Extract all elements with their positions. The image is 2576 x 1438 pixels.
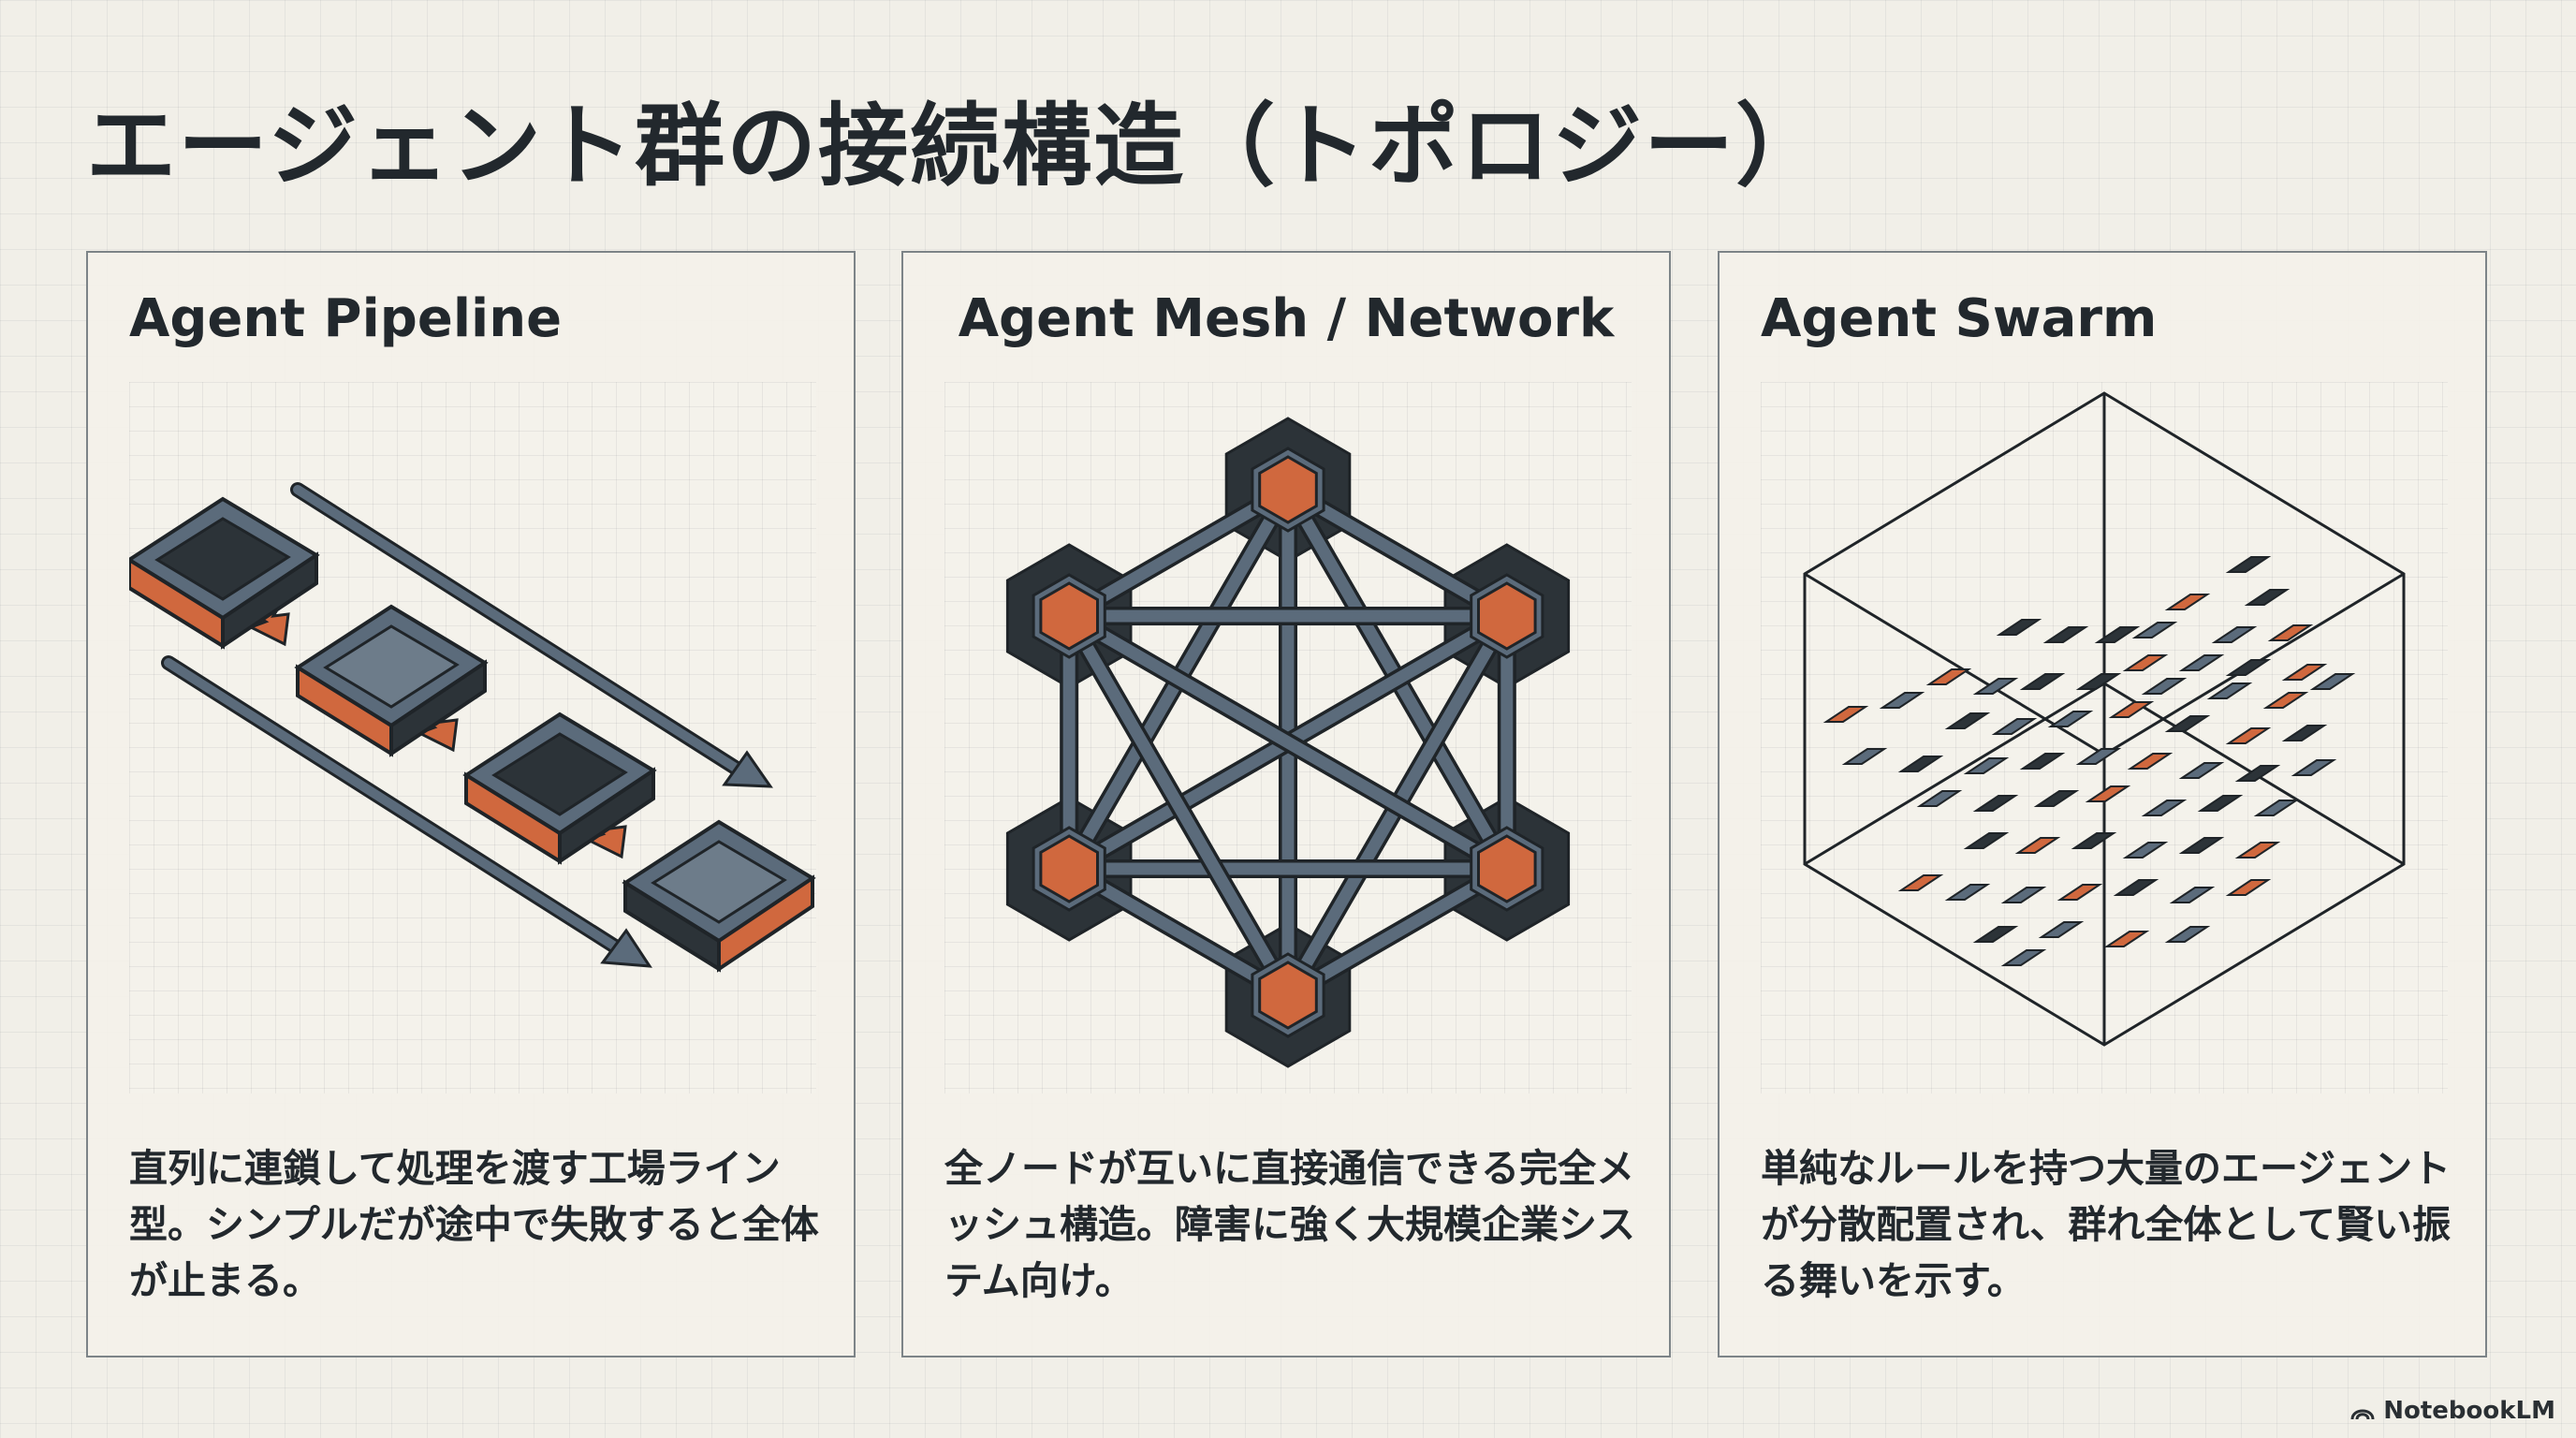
swarm-agent: [2019, 753, 2066, 770]
swarm-agent: [2122, 654, 2169, 671]
swarm-agent: [2206, 682, 2253, 699]
mesh-diagram: [944, 382, 1632, 1093]
mesh-description: 全ノードが互いに直接通信できる完全メッシュ構造。障害に強く大規模企業システム向け…: [944, 1146, 1635, 1303]
swarm-agent: [2141, 800, 2188, 816]
brand-watermark: NotebookLM: [2349, 1397, 2555, 1425]
flow-arrow-top: [290, 482, 773, 788]
swarm-agent: [2075, 673, 2122, 690]
pipeline-block-3: [462, 712, 657, 865]
swarm-agent: [2094, 626, 2141, 643]
swarm-agent: [1925, 668, 1972, 685]
mesh-node-5: [1039, 834, 1099, 903]
swarm-agent: [2108, 701, 2155, 718]
swarm-title: Agent Swarm: [1761, 288, 2158, 349]
swarm-agent: [2141, 678, 2188, 695]
pipeline-description: 直列に連鎖して処理を渡す工場ライン型。シンプルだが途中で失敗すると全体が止まる。: [129, 1146, 819, 1303]
swarm-agent: [1963, 757, 2010, 774]
swarm-agent: [2281, 725, 2328, 741]
pipeline-block-1: [129, 496, 320, 650]
page-title: エージェント群の接続構造（トポロジー）: [86, 94, 1828, 198]
swarm-agent: [2225, 556, 2272, 573]
swarm-agent: [2225, 727, 2272, 744]
mesh-title: Agent Mesh / Network: [958, 288, 1615, 349]
mesh-link: [1061, 611, 1296, 1000]
swarm-description: 単純なルールを持つ大量のエージェントが分散配置され、群れ全体として賢い振る舞いを…: [1761, 1146, 2452, 1303]
swarm-agent: [2234, 765, 2281, 782]
swarm-agent: [2281, 664, 2328, 681]
swarm-agent: [2071, 832, 2117, 849]
swarm-agent: [2056, 884, 2103, 901]
swarm-agent: [2131, 622, 2178, 638]
pipeline-block-2: [294, 604, 489, 757]
mesh-node-4: [1258, 961, 1318, 1030]
swarm-agent: [2019, 673, 2066, 690]
swarm-agent: [2164, 715, 2211, 732]
swarm-agent: [2085, 785, 2131, 802]
swarm-agent: [2309, 673, 2356, 690]
swarm-panel: Agent Swarm 単純なルールを持つ大量のエージェントが分散配置され、群れ…: [1718, 251, 2487, 1357]
swarm-diagram: [1761, 382, 2448, 1093]
swarm-agent: [1972, 795, 2019, 812]
swarm-agent: [2164, 594, 2211, 610]
swarm-agent: [1963, 832, 2010, 849]
swarm-agent: [2178, 762, 2225, 779]
swarm-agent: [1944, 884, 1991, 901]
mesh-illustration: [1005, 417, 1571, 1068]
swarm-agent: [2262, 692, 2309, 709]
swarm-illustration: [1803, 391, 2406, 1047]
swarm-agent: [1991, 718, 2038, 735]
swarm-agent: [1879, 692, 1925, 709]
swarm-agent: [1822, 706, 1869, 723]
swarm-agent: [2127, 753, 2174, 770]
swarm-agent: [2075, 748, 2122, 765]
swarm-agent: [1841, 748, 1888, 765]
swarm-agent: [2042, 626, 2089, 643]
mesh-link: [1064, 608, 1512, 877]
swarm-agent: [1972, 926, 2019, 943]
pipeline-panel: Agent Pipeline: [86, 251, 856, 1357]
swarm-agent: [2178, 837, 2225, 854]
pipeline-title: Agent Pipeline: [129, 288, 563, 349]
mesh-node-1: [1258, 455, 1318, 524]
swarm-agent: [2267, 624, 2314, 641]
brand-label: NotebookLM: [2383, 1397, 2555, 1425]
swarm-agent: [1897, 756, 1944, 772]
swarm-agent: [2103, 931, 2150, 947]
swarm-agent: [2211, 626, 2258, 643]
swarm-agent: [2047, 711, 2094, 727]
swarm-agent: [2169, 887, 2216, 903]
swarm-agent: [2000, 887, 2047, 903]
swarm-agent: [2014, 837, 2061, 854]
pipeline-block-4: [622, 819, 816, 973]
notebooklm-logo-icon: [2350, 1409, 2375, 1420]
swarm-cube: [1803, 391, 2406, 1047]
swarm-agent: [1944, 712, 1991, 729]
mesh-node-2: [1477, 581, 1537, 651]
swarm-agent: [1996, 619, 2042, 636]
swarm-agent: [1916, 790, 1963, 807]
swarm-agent: [2000, 949, 2047, 966]
swarm-agent: [2291, 759, 2337, 776]
swarm-agent: [2225, 879, 2272, 896]
swarm-agent: [2244, 589, 2291, 606]
swarm-agent: [2197, 795, 2244, 812]
swarm-agent: [2178, 654, 2225, 671]
pipeline-illustration: [129, 482, 816, 973]
swarm-agent: [2164, 926, 2211, 943]
swarm-agent: [1897, 874, 1944, 891]
flow-arrow-bottom: [161, 655, 652, 968]
swarm-agent: [2122, 842, 2169, 858]
swarm-agent: [2225, 659, 2272, 676]
swarm-agent: [2033, 790, 2080, 807]
mesh-panel: Agent Mesh / Network 全ノードが互いに直接通信できる完全メッ…: [901, 251, 1671, 1357]
swarm-agent: [1972, 678, 2019, 695]
swarm-agent: [2234, 842, 2281, 858]
swarm-agent: [2113, 879, 2159, 896]
swarm-agent: [2038, 921, 2085, 938]
pipeline-diagram: [129, 382, 816, 1093]
mesh-node-3: [1477, 834, 1537, 903]
mesh-node-6: [1039, 581, 1099, 651]
swarm-agent: [2253, 800, 2300, 816]
